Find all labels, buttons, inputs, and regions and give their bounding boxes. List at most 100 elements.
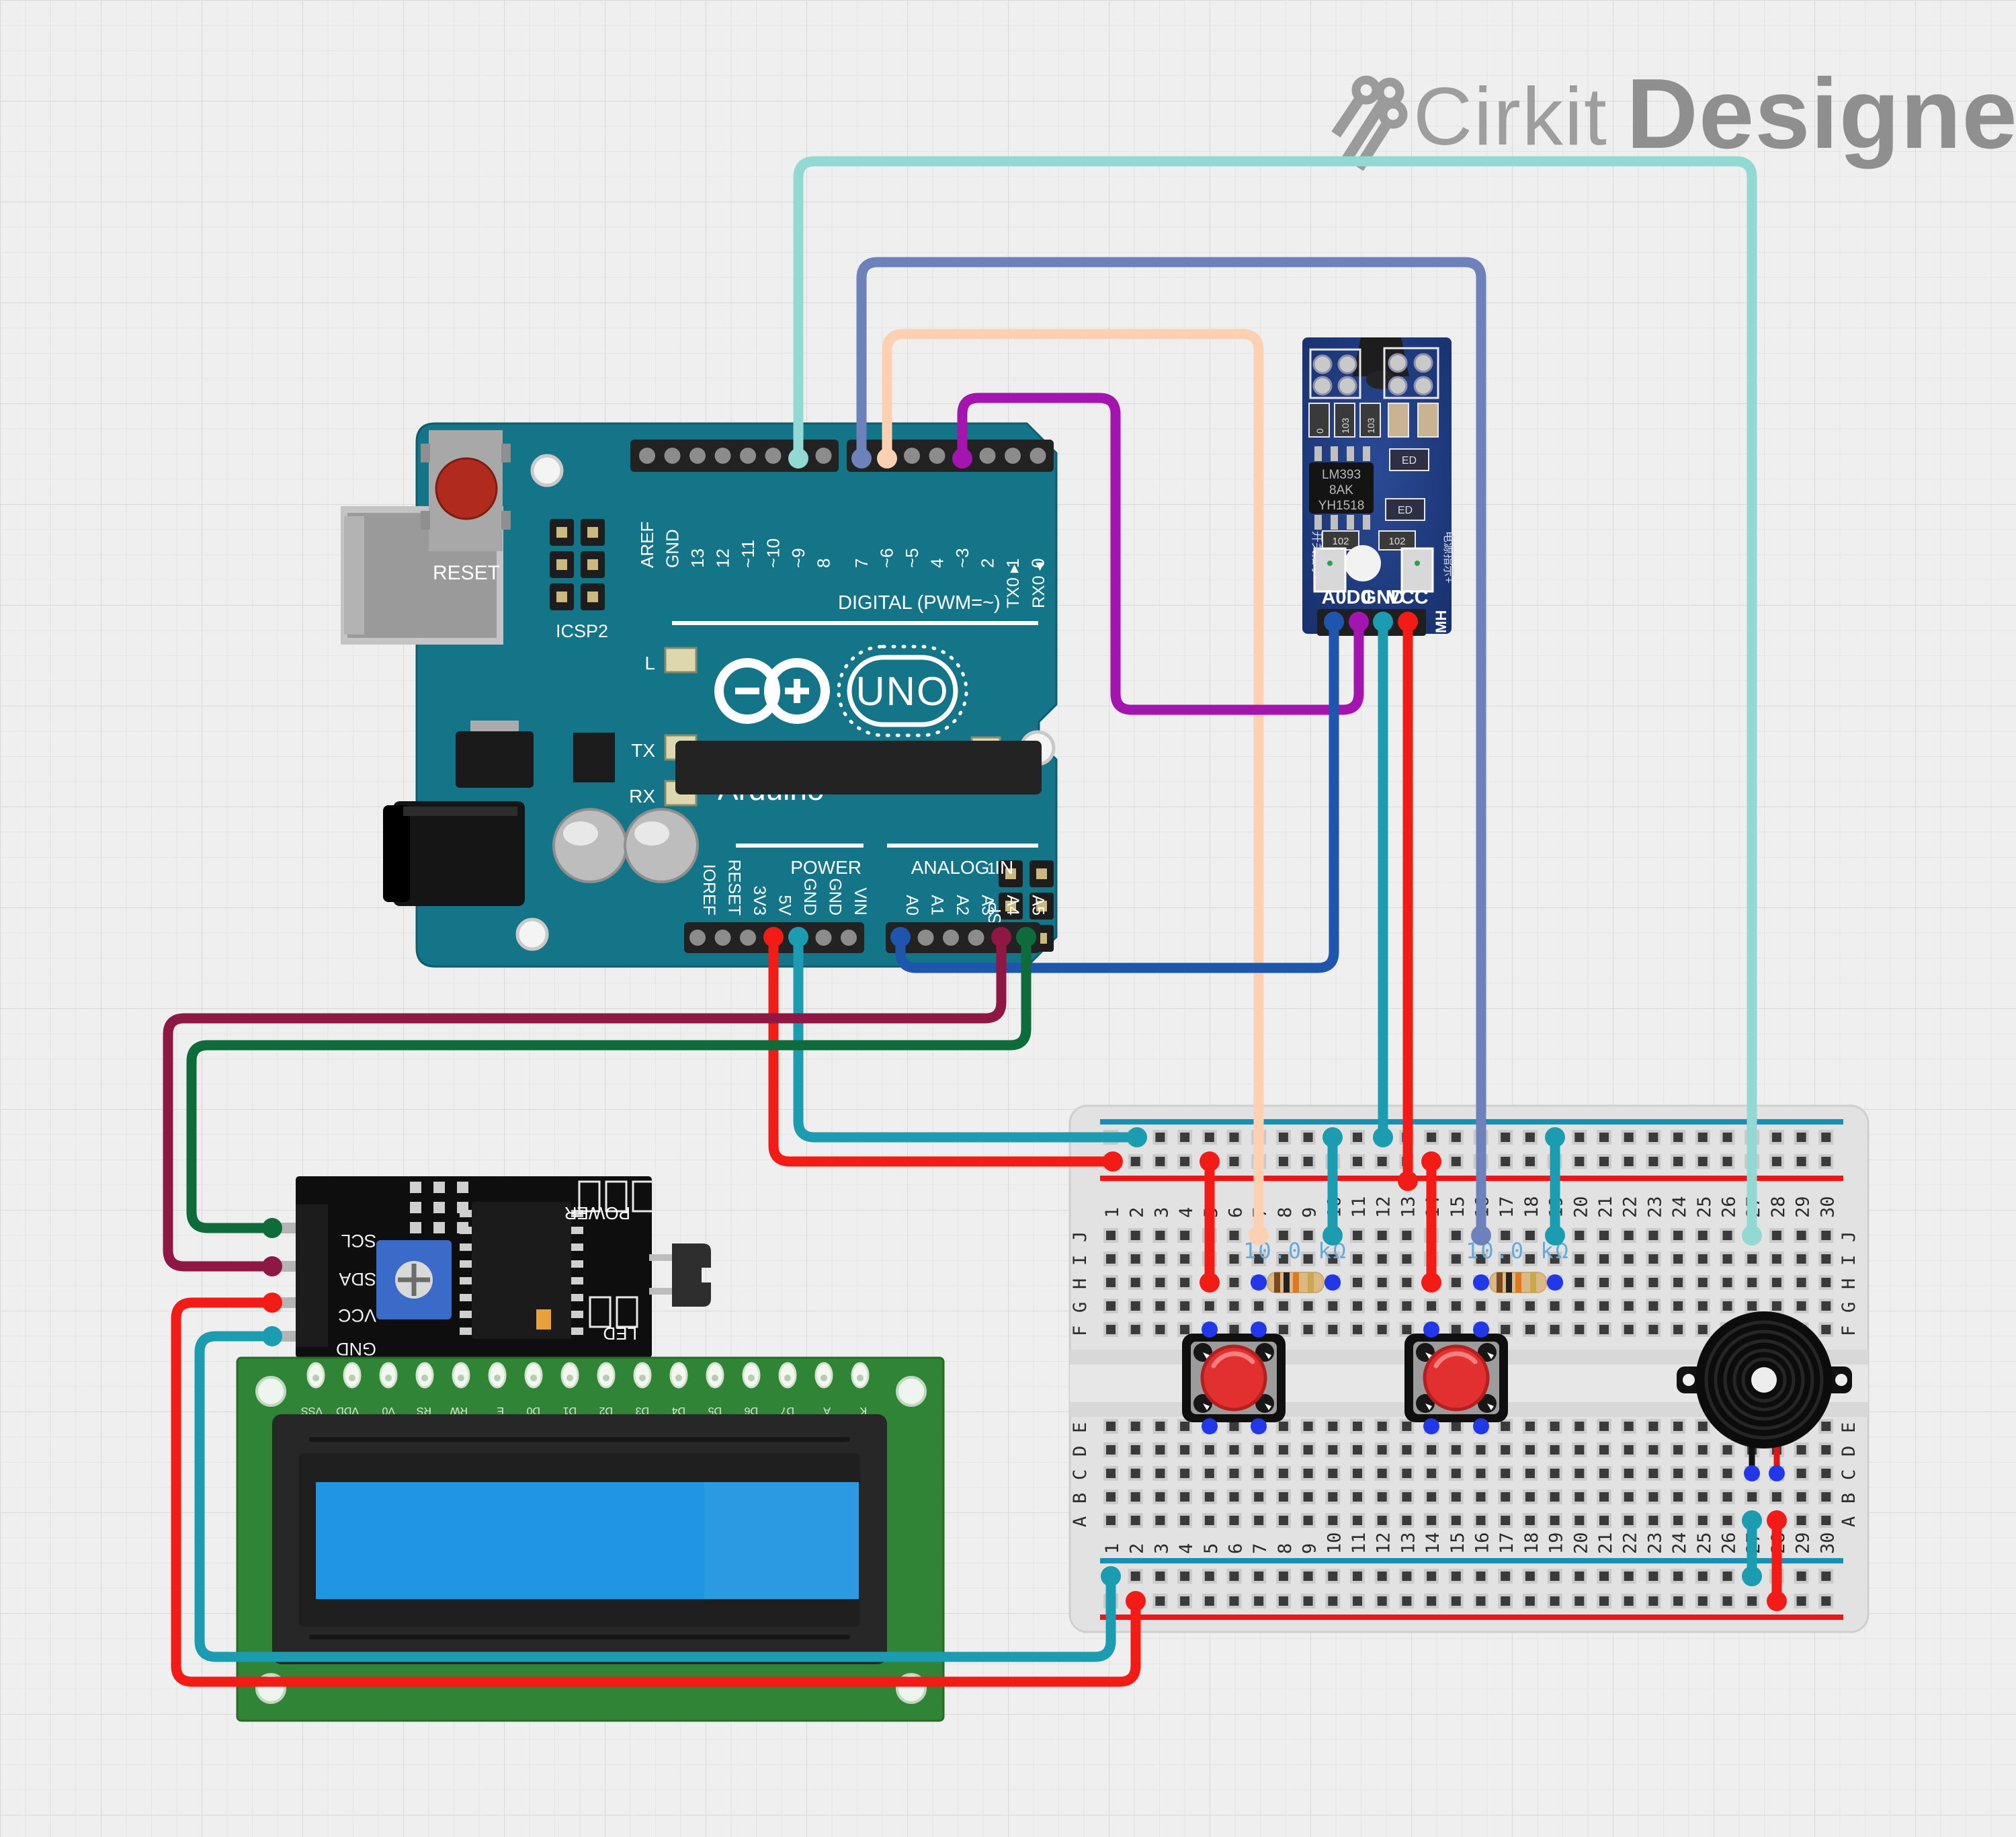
smd-label: 103 (1340, 417, 1351, 434)
jumper-gnd-col19-end[interactable] (1545, 1127, 1565, 1147)
wire-pin6-to-breadboard-j7[interactable] (882, 329, 1264, 1241)
power-pin-3V3[interactable] (740, 930, 756, 946)
connection-dot[interactable] (1325, 1274, 1341, 1291)
wire-gnd-to-rail-end[interactable] (1127, 1127, 1147, 1147)
wire-gnd-to-rail-end[interactable] (788, 927, 808, 947)
jumper-5v-button2-end[interactable] (1421, 1151, 1441, 1172)
pushbutton-2[interactable] (1404, 1334, 1508, 1422)
wire-pin7-to-breadboard-j16-end[interactable] (1471, 1225, 1491, 1246)
wire-lcd-gnd-to-rail-end[interactable] (262, 1326, 282, 1346)
digital-pin-12[interactable] (714, 448, 731, 464)
digital-pin-~10[interactable] (765, 448, 782, 464)
wire-lcd-gnd-to-rail[interactable] (194, 1331, 1116, 1662)
buzzer[interactable] (1677, 1311, 1852, 1473)
analog-pin-A2[interactable] (943, 930, 959, 946)
wire-a0-to-sensor-a0[interactable] (895, 616, 1339, 973)
wire-pin3-to-sensor-d0-end[interactable] (952, 448, 972, 468)
jumper-5v-button1-end[interactable] (1200, 1151, 1220, 1172)
jumper-buzzer-5v-end[interactable] (1767, 1591, 1787, 1611)
icsp2-header[interactable] (550, 519, 605, 610)
breadboard-hole-center (1648, 1516, 1658, 1525)
connection-dot[interactable] (1251, 1321, 1267, 1338)
wire-a4-to-sda[interactable] (163, 932, 1007, 1272)
wire-a0-to-sensor-a0-end[interactable] (890, 927, 911, 947)
jumper-buzzer-5v-end[interactable] (1767, 1510, 1787, 1530)
jumper-cap[interactable] (672, 1243, 711, 1307)
wire-pin3-to-sensor-d0-end[interactable] (1349, 612, 1369, 632)
connection-dot[interactable] (1202, 1418, 1218, 1434)
wire-sensor-gnd-to-rail-end[interactable] (1373, 612, 1393, 632)
wire-lcd-vcc-to-rail[interactable] (171, 1297, 1141, 1687)
digital-pin-2[interactable] (979, 448, 996, 464)
digital-pin-1[interactable] (1005, 448, 1021, 464)
jumper-5v-button1-end[interactable] (1200, 1272, 1220, 1293)
wire-lcd-vcc-to-rail-end[interactable] (262, 1293, 282, 1313)
digital-pin-GND[interactable] (664, 448, 681, 464)
power-pin-GND[interactable] (815, 930, 832, 946)
digital-pin-0[interactable] (1030, 448, 1046, 464)
wire-pin6-to-breadboard-j7-end[interactable] (877, 448, 897, 468)
connection-dot[interactable] (1202, 1321, 1218, 1338)
jumper-buzzer-gnd-end[interactable] (1742, 1566, 1762, 1586)
wire-gnd-to-rail[interactable] (793, 932, 1142, 1143)
connection-dot[interactable] (1473, 1321, 1489, 1338)
sensor-pin-header[interactable] (1317, 609, 1426, 636)
analog-pin-A3[interactable] (968, 930, 984, 946)
digital-pin-8[interactable] (815, 448, 832, 464)
reset-button[interactable] (421, 430, 511, 551)
connection-dot[interactable] (1473, 1274, 1489, 1291)
wire-a4-to-sda-end[interactable] (262, 1256, 282, 1276)
wire-sensor-vcc-to-rail-end[interactable] (1398, 1171, 1418, 1191)
power-pin-VIN[interactable] (841, 930, 857, 946)
pushbutton-1[interactable] (1182, 1334, 1286, 1422)
wire-a0-to-sensor-a0-end[interactable] (1324, 612, 1344, 632)
connection-dot[interactable] (1251, 1274, 1267, 1291)
jumper-5v-button2-end[interactable] (1421, 1272, 1441, 1293)
jumper-gnd-col10-end[interactable] (1322, 1127, 1343, 1147)
wire-sensor-gnd-to-rail-end[interactable] (1373, 1127, 1393, 1147)
wire-5v-to-rail-end[interactable] (1103, 1151, 1123, 1172)
wire-pin7-to-breadboard-j16[interactable] (856, 257, 1486, 1241)
connection-dot[interactable] (1473, 1418, 1489, 1434)
wire-a4-to-sda-end[interactable] (991, 927, 1011, 947)
connection-dot[interactable] (1547, 1274, 1563, 1291)
connection-dot[interactable] (1744, 1465, 1760, 1481)
wire-sensor-vcc-to-rail-end[interactable] (1398, 612, 1418, 632)
digital-header-left[interactable] (630, 440, 839, 472)
wire-lcd-gnd-to-rail-end[interactable] (1101, 1566, 1121, 1586)
digital-pin-~11[interactable] (740, 448, 756, 464)
wire-a5-to-scl-end[interactable] (1016, 927, 1036, 947)
wire-pin9-to-breadboard-j27-end[interactable] (1742, 1225, 1762, 1246)
jumper-gnd-col19-end[interactable] (1545, 1225, 1565, 1246)
breadboard-hole-center (1673, 1157, 1683, 1166)
connection-dot[interactable] (1423, 1321, 1439, 1338)
digital-pin-4[interactable] (929, 448, 946, 464)
connection-dot[interactable] (1769, 1465, 1785, 1481)
power-pin-RESET[interactable] (714, 930, 731, 946)
wire-5v-to-rail[interactable] (768, 932, 1118, 1167)
wire-pin6-to-breadboard-j7-end[interactable] (1249, 1225, 1269, 1246)
power-pin-IOREF[interactable] (689, 930, 706, 946)
reset-button-cap[interactable] (435, 457, 498, 520)
connection-dot[interactable] (1423, 1418, 1439, 1434)
wire-pin3-to-sensor-d0[interactable] (957, 393, 1364, 715)
jumper-buzzer-gnd-end[interactable] (1742, 1510, 1762, 1530)
wire-a5-to-scl-end[interactable] (262, 1218, 282, 1238)
wire-5v-to-rail-end[interactable] (763, 927, 784, 947)
digital-header-right[interactable] (847, 440, 1054, 472)
jumper-gnd-col10-end[interactable] (1322, 1225, 1343, 1246)
digital-pin-13[interactable] (689, 448, 706, 464)
wire-pin9-to-breadboard-j27-end[interactable] (788, 448, 808, 468)
analog-pin-A1[interactable] (917, 930, 934, 946)
wire-pin9-to-breadboard-j27[interactable] (793, 156, 1757, 1241)
wire-lcd-vcc-to-rail-end[interactable] (1126, 1591, 1146, 1611)
digital-pin-~5[interactable] (904, 448, 920, 464)
digital-pin-AREF[interactable] (639, 448, 655, 464)
connection-dot[interactable] (1251, 1418, 1267, 1434)
wire-a5-to-scl[interactable] (186, 932, 1032, 1233)
wire-pin7-to-breadboard-j16-end[interactable] (851, 448, 872, 468)
